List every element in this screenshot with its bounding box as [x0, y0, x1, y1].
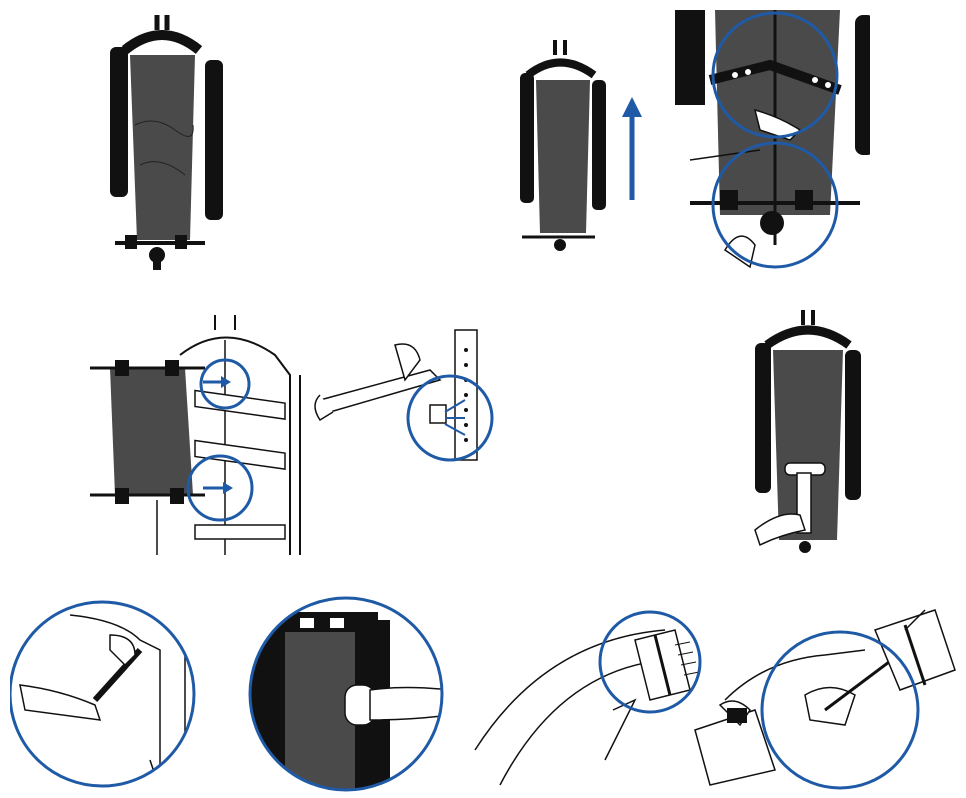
panel-stand-with-wrinkled-cover — [95, 5, 235, 275]
panel-brush-attachment — [465, 600, 965, 795]
handle-icon — [754, 462, 826, 547]
panel-pull-cover-up — [510, 5, 870, 275]
brush-attachment-illustration — [474, 609, 956, 790]
brush-icon — [604, 629, 700, 761]
hose-attach-illustration — [10, 596, 444, 792]
panel-attach-hose-closeup — [10, 590, 450, 795]
panel-clip-cover-to-frame — [85, 300, 505, 560]
pull-cover-up-illustration — [520, 10, 870, 269]
hose-icon — [474, 629, 666, 786]
panel-cover-fitted-with-handle — [745, 305, 875, 555]
garment-stand-illustration — [110, 15, 223, 270]
fitted-cover-illustration — [754, 310, 861, 553]
up-arrow-icon — [622, 97, 642, 200]
clip-icon — [314, 329, 478, 461]
clip-cover-illustration — [90, 315, 494, 555]
